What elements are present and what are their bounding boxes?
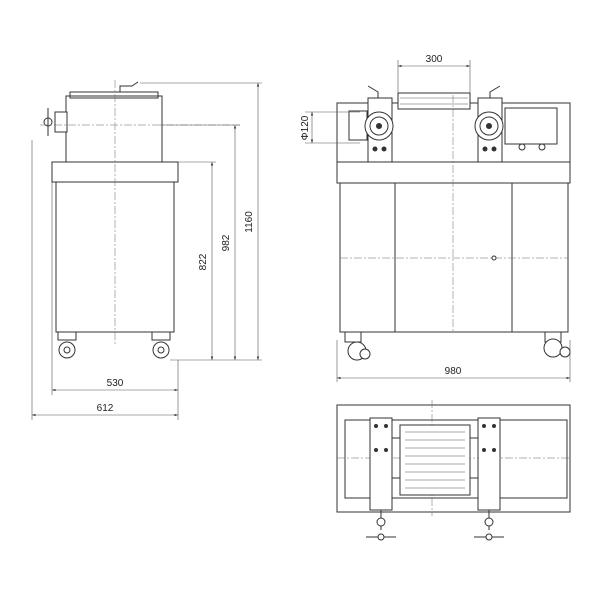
side-crank-hub bbox=[54, 111, 68, 133]
side-view: 1160 982 822 530 612 bbox=[31, 80, 262, 420]
side-caster-left bbox=[57, 331, 77, 359]
front-caster-right bbox=[543, 331, 571, 358]
top-left-handwheel bbox=[366, 510, 396, 541]
control-button bbox=[518, 143, 526, 151]
top-right-bearing-block bbox=[477, 417, 501, 511]
dim-total-height: 1160 bbox=[244, 211, 255, 233]
top-view bbox=[336, 400, 571, 541]
control-button bbox=[538, 143, 546, 151]
top-right-handwheel bbox=[474, 510, 504, 541]
front-caster-left bbox=[344, 331, 371, 361]
dim-table-height: 822 bbox=[198, 253, 209, 270]
cabinet-doors bbox=[394, 183, 513, 332]
dim-roller-length: 300 bbox=[426, 54, 443, 65]
dim-overall-depth: 612 bbox=[97, 403, 114, 414]
dim-cabinet-depth: 530 bbox=[107, 378, 124, 389]
front-table-top bbox=[336, 161, 571, 184]
side-caster-right bbox=[151, 331, 171, 359]
side-handle bbox=[119, 81, 139, 92]
front-handles bbox=[367, 85, 501, 98]
front-roller bbox=[397, 92, 471, 110]
side-roller-housing bbox=[65, 95, 163, 163]
top-left-bearing-block bbox=[369, 417, 393, 511]
control-panel-screen bbox=[504, 107, 558, 145]
front-view: 300 Φ120 980 bbox=[300, 54, 571, 382]
dim-roller-axis-height: 982 bbox=[221, 234, 232, 251]
front-cabinet bbox=[339, 182, 569, 333]
top-rollers bbox=[399, 424, 471, 496]
dim-overall-width: 980 bbox=[445, 366, 462, 377]
dim-roller-diameter: Φ120 bbox=[300, 115, 311, 140]
